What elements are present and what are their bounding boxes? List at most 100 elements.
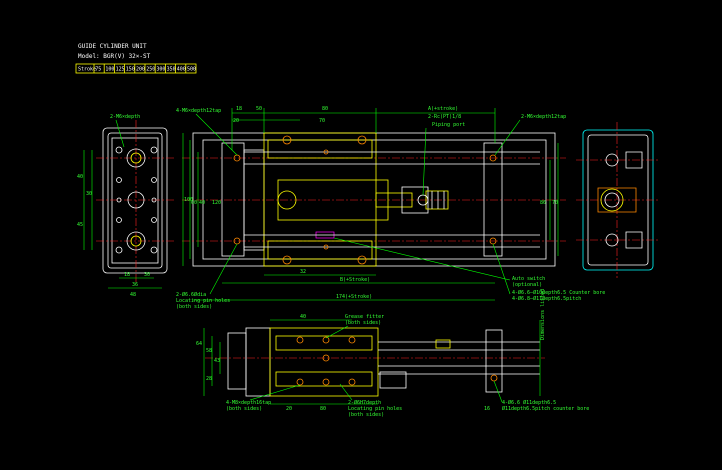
left-rod-bore-bottom — [126, 231, 146, 251]
front-tap-left-leader — [195, 113, 238, 156]
left-view-outline — [102, 127, 168, 274]
left-view-leader — [115, 119, 125, 148]
front-dim-60: 40 — [199, 200, 205, 206]
front-dim-86: 70 — [552, 200, 558, 206]
bottom-hole-7 — [322, 354, 330, 362]
front-dim-70: 70 — [319, 118, 325, 124]
front-hole-9 — [323, 149, 329, 155]
left-view-inner — [107, 132, 163, 269]
stroke-cell: 75 — [95, 67, 101, 73]
front-port-subcallout: Piping port — [432, 122, 465, 128]
front-hole-10 — [323, 244, 329, 250]
bottom-dim-43: 43 — [214, 358, 220, 364]
front-view: 18 50 80 70 20 4-M6×depth12tap 2-Rc(PT)1… — [176, 106, 605, 310]
bottom-dim-58: 58 — [206, 348, 212, 354]
left-rod-bottom — [130, 235, 142, 247]
stroke-cell: 125 — [116, 67, 125, 73]
bottom-grease-leader — [325, 325, 349, 339]
front-dim-50: 50 — [256, 106, 262, 112]
front-locating-leader — [209, 243, 238, 295]
bottom-view: 40 64 58 43 28 20 80 16 Grease fitter (b… — [196, 289, 589, 418]
bottom-grease-callout: Grease fitter — [345, 314, 384, 320]
front-top-rail — [267, 139, 373, 159]
front-hole-3 — [282, 255, 292, 265]
left-hole-8 — [150, 246, 158, 254]
bottom-hole-3 — [322, 336, 330, 344]
bottom-left-tap-callout: 4-M8×depth16tap — [226, 400, 271, 406]
bottom-left-tap-leader — [249, 384, 301, 401]
stroke-cell: 200 — [136, 67, 145, 73]
bottom-hole-5 — [348, 336, 356, 344]
left-end-view: 2-M6×depth 40 30 45 18 30 36 48 — [77, 114, 175, 298]
front-dim-80: 80 — [322, 106, 328, 112]
left-hole-1 — [115, 146, 123, 154]
stroke-table-frame — [75, 63, 197, 74]
left-hole-3 — [116, 177, 122, 183]
bottom-dim-80: 80 — [320, 406, 326, 412]
bottom-right-hole-leader — [493, 380, 503, 403]
right-piston-ring — [600, 188, 624, 212]
left-view-callout: 2-M6×depth — [110, 114, 140, 120]
left-dim-4: 18 — [124, 272, 130, 278]
bottom-dim-28: 28 — [206, 376, 212, 382]
model-label: Model: BGR(V) 32×-ST — [78, 53, 151, 60]
front-dim-20: 20 — [233, 118, 239, 124]
left-rod-bore-top — [126, 148, 146, 168]
bottom-hole-4 — [322, 378, 330, 386]
front-a-dim: A(+stroke) — [428, 106, 458, 112]
bottom-hole-1 — [296, 336, 304, 344]
front-hole-2 — [357, 135, 367, 145]
stroke-cell: 100 — [105, 67, 114, 73]
front-tap-right-leader — [494, 119, 521, 156]
front-dim-100: 60 — [191, 200, 197, 206]
front-left-hole-callout: 2-Ø6.6Ødia — [176, 291, 206, 298]
right-rod-bottom — [605, 233, 619, 247]
bottom-dim-20: 20 — [286, 406, 292, 412]
front-piston-head — [277, 190, 297, 210]
front-hole-7 — [489, 154, 497, 162]
front-switch-subcallout: (optional) — [512, 282, 542, 288]
bottom-grease-subcallout: (both sides) — [345, 320, 381, 326]
front-hole-4 — [357, 255, 367, 265]
front-bottom-rail — [267, 240, 373, 260]
right-piston-core — [604, 192, 620, 208]
bottom-right-hole-callout: 4-Ø6.6 Ø11depth6.5 — [502, 399, 556, 406]
left-dim-3: 45 — [77, 222, 83, 228]
stroke-cell: 350 — [167, 67, 176, 73]
front-counter-bore-leader — [492, 243, 511, 295]
front-dim-120: 100 — [184, 197, 193, 203]
front-counter-bore-callout-b: 4-Ø6.8—Ø11depth6.5pitch — [512, 295, 581, 302]
bottom-rail-top — [275, 335, 373, 351]
left-hole-10 — [151, 197, 157, 203]
left-dim-2: 30 — [86, 191, 92, 197]
bottom-right-hole-callout-b: Ø11depth6.5pitch counter bore — [502, 405, 589, 412]
bottom-mid-hole-callout: 2-Ø6H7depth — [348, 399, 381, 406]
front-bottom-dim: B(+Stroke) — [340, 277, 370, 283]
title-block: GUIDE CYLINDER UNIT Model: BGR(V) 32×-ST… — [75, 43, 197, 74]
front-counter-bore-callout: 4-Ø6.6—Ø10depth6.5 Counter bore — [512, 289, 605, 296]
bottom-mid-hole-leader — [339, 383, 353, 401]
drawing-title: GUIDE CYLINDER UNIT — [78, 43, 147, 50]
front-dim-70-v: 120 — [212, 200, 221, 206]
stroke-cell: 300 — [156, 67, 165, 73]
right-end-view — [576, 122, 660, 278]
front-locating-callout-b: (both sides) — [176, 304, 212, 310]
front-switch-leader — [333, 237, 511, 281]
front-dim-18: 18 — [236, 106, 242, 112]
front-dim-40: 32 — [300, 269, 306, 275]
front-switch-callout: Auto switch — [512, 276, 545, 282]
bottom-body — [269, 327, 379, 397]
bottom-grease-fitter — [435, 339, 451, 349]
bottom-rail-bottom — [275, 371, 373, 387]
left-hole-2 — [150, 146, 158, 154]
left-hole-5 — [116, 217, 122, 223]
left-dim-6: 36 — [132, 282, 138, 288]
front-tap-right-callout: 2-M6×depth12tap — [521, 114, 566, 120]
left-rod-top — [130, 152, 142, 164]
bottom-hole-6 — [348, 378, 356, 386]
front-port-leader — [422, 127, 427, 196]
left-hole-9 — [116, 197, 122, 203]
